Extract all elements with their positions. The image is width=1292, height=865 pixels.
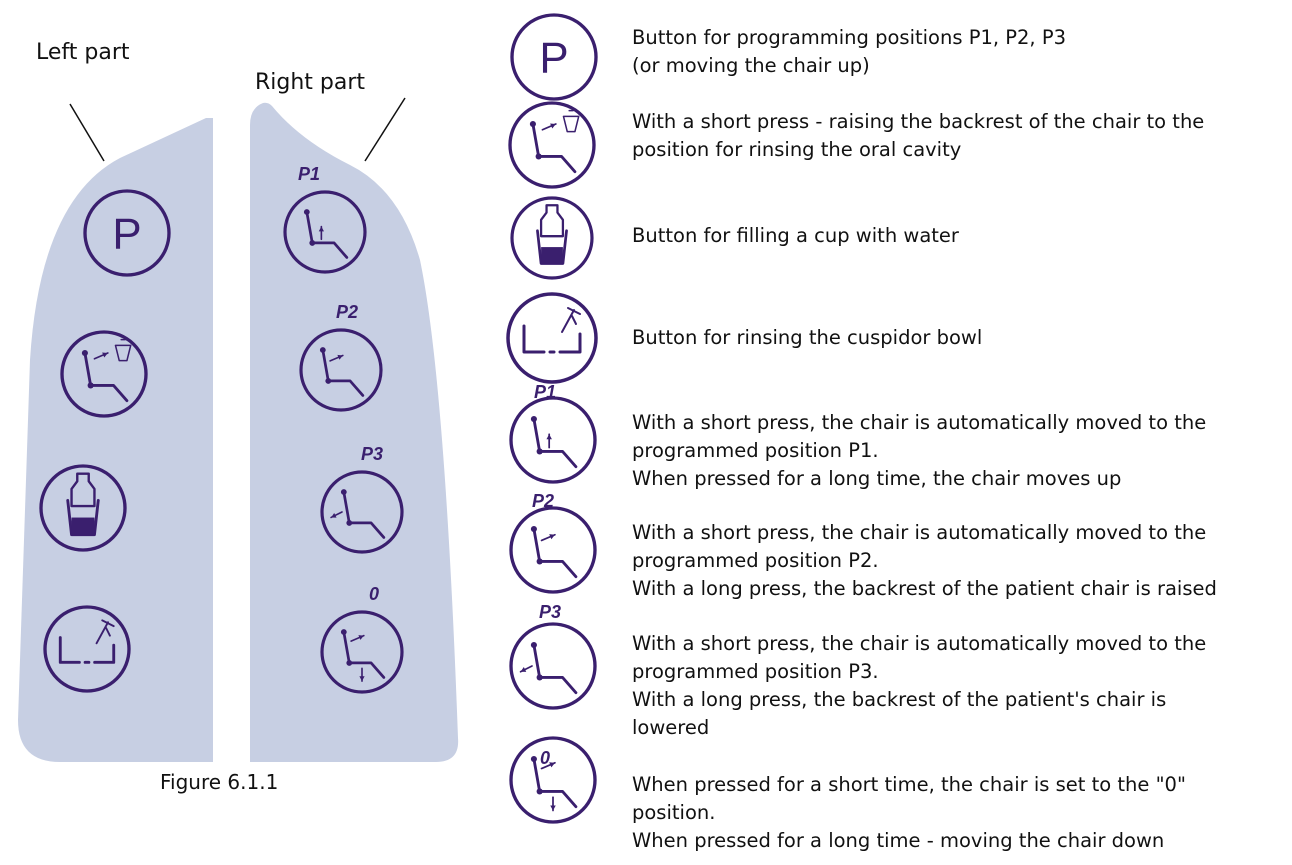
right-panel bbox=[250, 102, 459, 763]
bowl-rinse-icon bbox=[43, 605, 131, 693]
chair-p1-icon bbox=[509, 396, 597, 484]
legend-description-line: (or moving the chair up) bbox=[632, 54, 870, 77]
chair-p1-icon bbox=[283, 190, 367, 274]
legend-description-line: Button for rinsing the cuspidor bowl bbox=[632, 326, 983, 349]
legend-tag: P3 bbox=[539, 602, 561, 622]
svg-text:P: P bbox=[539, 33, 568, 82]
p-program-icon: P bbox=[83, 189, 171, 277]
left-button-3[interactable] bbox=[39, 464, 127, 552]
legend-description-line: Button for filling a cup with water bbox=[632, 224, 959, 247]
cup-fill-icon bbox=[510, 196, 594, 280]
right-button-tag: 0 bbox=[369, 584, 379, 604]
chair-zero-icon bbox=[320, 610, 404, 694]
legend-tag: P1 bbox=[534, 382, 556, 402]
legend-tag: P2 bbox=[532, 491, 554, 511]
rinse-position-icon bbox=[60, 330, 148, 418]
cup-fill-icon bbox=[39, 464, 127, 552]
legend-description-line: With a short press - raising the backres… bbox=[632, 110, 1205, 133]
legend-description-line: When pressed for a short time, the chair… bbox=[632, 773, 1186, 796]
left-button-1[interactable]: P bbox=[83, 189, 171, 277]
legend-description-line: programmed position P2. bbox=[632, 549, 879, 572]
legend-description: When pressed for a short time, the chair… bbox=[632, 771, 1186, 855]
legend-button-7[interactable] bbox=[509, 622, 597, 710]
right-button-tag: P3 bbox=[361, 444, 383, 464]
left-panel bbox=[18, 118, 213, 762]
right-button-tag: P1 bbox=[298, 164, 320, 184]
legend-description: Button for programming positions P1, P2,… bbox=[632, 24, 1066, 80]
legend-description-line: Button for programming positions P1, P2,… bbox=[632, 26, 1066, 49]
legend-description: Button for rinsing the cuspidor bowl bbox=[632, 324, 982, 352]
right-part-label: Right part bbox=[255, 70, 366, 95]
legend-button-3[interactable] bbox=[510, 196, 594, 280]
legend-description-line: With a short press, the chair is automat… bbox=[632, 521, 1207, 544]
chair-p3-icon bbox=[509, 622, 597, 710]
rinse-position-icon bbox=[508, 101, 596, 189]
chair-p2-icon bbox=[299, 328, 383, 412]
legend-description: With a short press, the chair is automat… bbox=[632, 409, 1206, 493]
figure-caption: Figure 6.1.1 bbox=[160, 770, 279, 794]
left-button-2[interactable] bbox=[60, 330, 148, 418]
legend-button-4[interactable] bbox=[506, 292, 598, 384]
legend-button-1[interactable]: P bbox=[510, 13, 598, 101]
legend-description: With a short press - raising the backres… bbox=[632, 108, 1204, 164]
left-part-label: Left part bbox=[36, 40, 130, 65]
chair-zero-icon bbox=[509, 736, 597, 824]
left-button-4[interactable] bbox=[43, 605, 131, 693]
legend-button-2[interactable] bbox=[508, 101, 596, 189]
svg-text:P: P bbox=[112, 209, 141, 258]
legend-description-line: programmed position P1. bbox=[632, 439, 879, 462]
legend-description-line: With a long press, the backrest of the p… bbox=[632, 577, 1217, 600]
legend-description: With a short press, the chair is automat… bbox=[632, 519, 1217, 603]
legend-description-line: programmed position P3. bbox=[632, 660, 879, 683]
legend-description-line: lowered bbox=[632, 716, 710, 739]
legend-tag: 0 bbox=[540, 748, 550, 768]
right-button-tag: P2 bbox=[336, 302, 358, 322]
legend-description-line: When pressed for a long time, the chair … bbox=[632, 467, 1122, 490]
legend-button-6[interactable] bbox=[509, 506, 597, 594]
right-button-3[interactable] bbox=[320, 470, 404, 554]
legend-description-line: With a short press, the chair is automat… bbox=[632, 632, 1207, 655]
legend-description-line: When pressed for a long time - moving th… bbox=[632, 829, 1165, 852]
right-button-4[interactable] bbox=[320, 610, 404, 694]
legend-button-5[interactable] bbox=[509, 396, 597, 484]
p-program-icon: P bbox=[510, 13, 598, 101]
legend-description: With a short press, the chair is automat… bbox=[632, 630, 1206, 742]
right-button-1[interactable] bbox=[283, 190, 367, 274]
left-part-pointer bbox=[69, 103, 105, 162]
right-button-2[interactable] bbox=[299, 328, 383, 412]
chair-p3-icon bbox=[320, 470, 404, 554]
chair-p2-icon bbox=[509, 506, 597, 594]
bowl-rinse-icon bbox=[506, 292, 598, 384]
legend-button-8[interactable] bbox=[509, 736, 597, 824]
legend-description-line: position for rinsing the oral cavity bbox=[632, 138, 962, 161]
legend-description-line: position. bbox=[632, 801, 716, 824]
legend-description-line: With a short press, the chair is automat… bbox=[632, 411, 1207, 434]
right-part-pointer bbox=[364, 97, 406, 162]
legend-description-line: With a long press, the backrest of the p… bbox=[632, 688, 1167, 711]
legend-description: Button for filling a cup with water bbox=[632, 222, 959, 250]
